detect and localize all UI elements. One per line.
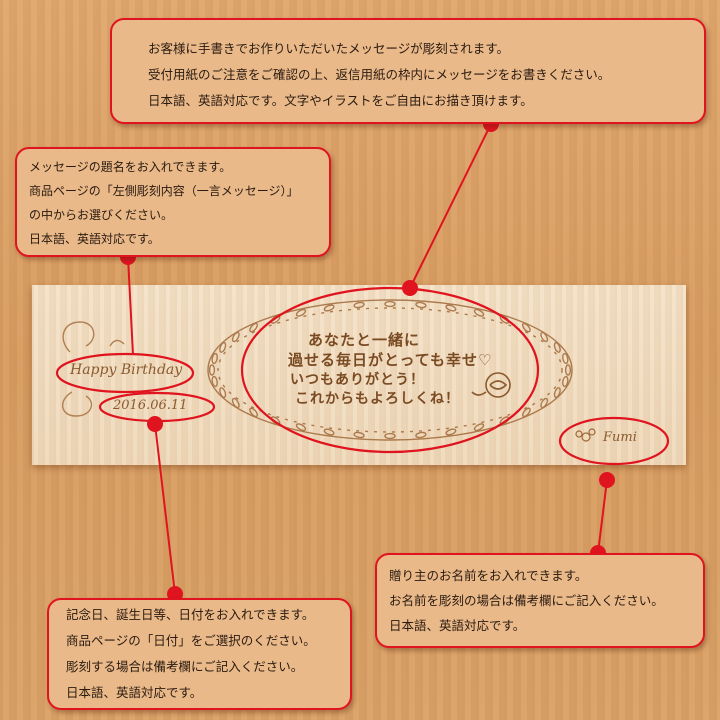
message-highlight-ring: [240, 286, 540, 454]
leaf-icon: [353, 301, 365, 309]
rose-icon: [471, 372, 511, 398]
leaf-icon: [211, 375, 218, 388]
leaf-icon: [295, 423, 307, 432]
leaf-icon: [562, 352, 569, 365]
leaf-icon: [208, 364, 216, 376]
flower-icon: [575, 428, 596, 442]
engraved-message-line-4: これからもよろしくね！: [295, 391, 460, 407]
leaf-icon: [231, 397, 240, 409]
leaf-icon: [445, 428, 457, 436]
leaf-icon: [231, 331, 240, 343]
name-callout: 贈り主のお名前をお入れできます。 お名前を彫刻の場合は備考欄にご記入ください。 …: [375, 553, 705, 648]
callout-line: お客様に手書きでお作りいただいたメッセージが彫刻されます。: [148, 41, 510, 56]
engraved-message-line-3: いつもありがとう！: [290, 372, 425, 388]
leaf-icon: [384, 300, 396, 308]
leaf-icon: [553, 387, 561, 399]
callout-line: お名前を彫刻の場合は備考欄にご記入ください。: [389, 593, 664, 608]
callout-line: 日本語、英語対応です。: [389, 618, 526, 633]
engraved-message-line-2: 過せる毎日がとっても幸せ♡: [288, 351, 493, 369]
leaf-icon: [384, 432, 396, 440]
engraved-message-line-1: あなたと一緒に: [308, 331, 421, 349]
swirl-ornament-icon: [62, 321, 125, 417]
callout-line: 商品ページの「日付」をご選択のください。: [66, 633, 316, 648]
leaf-icon: [219, 387, 227, 399]
leaf-icon: [295, 308, 307, 317]
leaf-icon: [353, 431, 365, 439]
leaf-icon: [249, 322, 259, 333]
leaf-icon: [473, 423, 485, 432]
leaf-icon: [445, 304, 457, 312]
callout-line: 記念日、誕生日等、日付をお入れできます。: [66, 607, 315, 622]
leaf-icon: [473, 308, 485, 317]
leaf-icon: [323, 304, 335, 312]
callout-line: の中からお選びください。: [29, 208, 174, 222]
callout-line: 日本語、英語対応です。文字やイラストをご自由にお描き頂けます。: [148, 93, 533, 108]
callout-line: 受付用紙のご注意をご確認の上、返信用紙の枠内にメッセージをお書きください。: [148, 67, 611, 82]
leaf-icon: [540, 331, 549, 343]
leaf-icon: [415, 301, 427, 309]
leaf-icon: [521, 322, 531, 333]
leaf-icon: [553, 341, 561, 353]
title-highlight-ring: [55, 352, 195, 394]
floral-wreath-icon: [207, 299, 573, 441]
callout-line: メッセージの題名をお入れできます。: [29, 160, 232, 174]
leaf-icon: [521, 407, 531, 418]
engraved-name: Fumi: [603, 430, 637, 445]
callout-line: 日本語、英語対応です。: [29, 232, 160, 246]
engraved-title: Happy Birthday: [70, 362, 183, 378]
leaf-icon: [249, 407, 259, 418]
callout-line: 日本語、英語対応です。: [66, 685, 203, 700]
callout-line: 商品ページの「左側彫刻内容（一言メッセージ）」: [29, 184, 299, 198]
name-highlight-ring: [558, 416, 670, 466]
date-callout: 記念日、誕生日等、日付をお入れできます。 商品ページの「日付」をご選択のください…: [47, 598, 352, 710]
message-callout: お客様に手書きでお作りいただいたメッセージが彫刻されます。 受付用紙のご注意をご…: [110, 18, 706, 124]
leaf-icon: [564, 364, 572, 376]
engraved-board: [32, 285, 686, 465]
connector-lines: [127, 123, 608, 595]
title-callout: メッセージの題名をお入れできます。 商品ページの「左側彫刻内容（一言メッセージ）…: [15, 147, 331, 257]
callout-line: 贈り主のお名前をお入れできます。: [389, 568, 588, 583]
engraved-date: 2016.06.11: [113, 398, 188, 413]
callout-line: 彫刻する場合は備考欄にご記入ください。: [66, 659, 304, 674]
leaf-icon: [323, 428, 335, 436]
leaf-icon: [415, 431, 427, 439]
leaf-icon: [211, 352, 218, 365]
leaf-icon: [540, 397, 549, 409]
leaf-icon: [562, 375, 569, 388]
leaf-icon: [219, 341, 227, 353]
